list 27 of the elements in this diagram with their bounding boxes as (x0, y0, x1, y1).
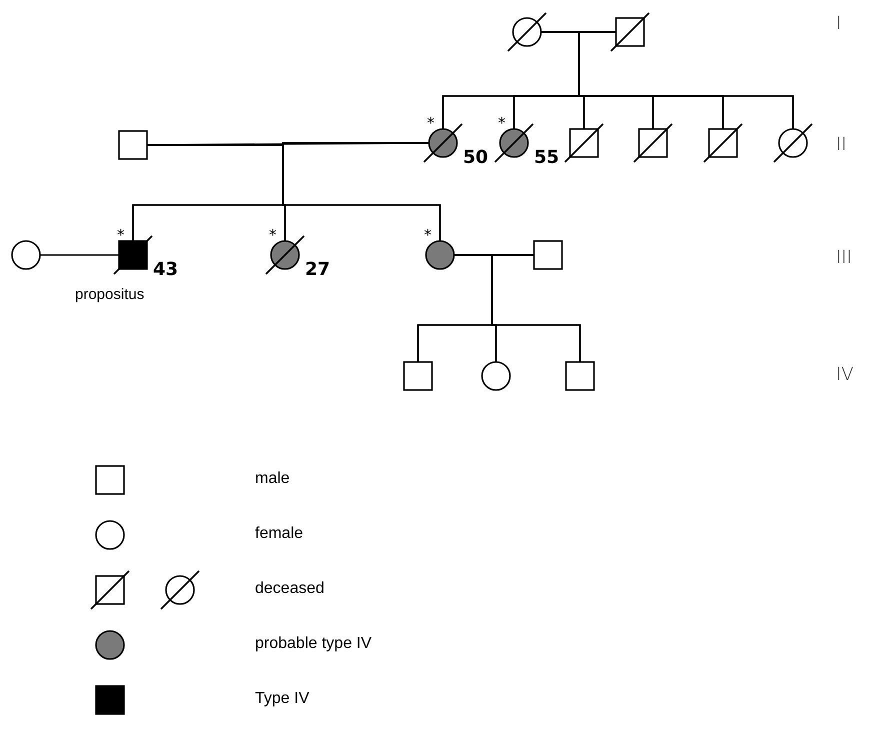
female-symbol (505, 10, 549, 54)
male-symbol (631, 121, 675, 165)
male-symbol (701, 121, 745, 165)
age-label: 43 (153, 261, 178, 279)
marriage-line (40, 254, 119, 256)
caption-label: propositus (75, 287, 144, 302)
legend-label: female (255, 526, 304, 542)
asterisk-mark: * (424, 228, 432, 243)
male-symbol (562, 121, 606, 165)
descent-line (491, 254, 581, 362)
asterisk-mark: * (269, 228, 276, 243)
generation-numeral: IV (836, 366, 854, 384)
female-symbol (771, 121, 815, 165)
male-symbol (608, 10, 652, 54)
legend-label: male (255, 471, 290, 487)
asterisk-mark: * (498, 116, 506, 131)
asterisk-mark: * (427, 116, 434, 131)
generation-numeral: II (836, 136, 847, 154)
generation-numeral: III (836, 249, 852, 267)
asterisk-mark: * (117, 228, 124, 243)
age-label: 55 (534, 149, 560, 167)
legend-label: Type IV (255, 691, 310, 707)
generation-numeral: I (836, 15, 842, 33)
legend-label: deceased (255, 581, 324, 597)
age-label: 50 (463, 149, 488, 167)
legend-label: probable type IV (255, 636, 372, 652)
age-label: 27 (305, 261, 330, 279)
